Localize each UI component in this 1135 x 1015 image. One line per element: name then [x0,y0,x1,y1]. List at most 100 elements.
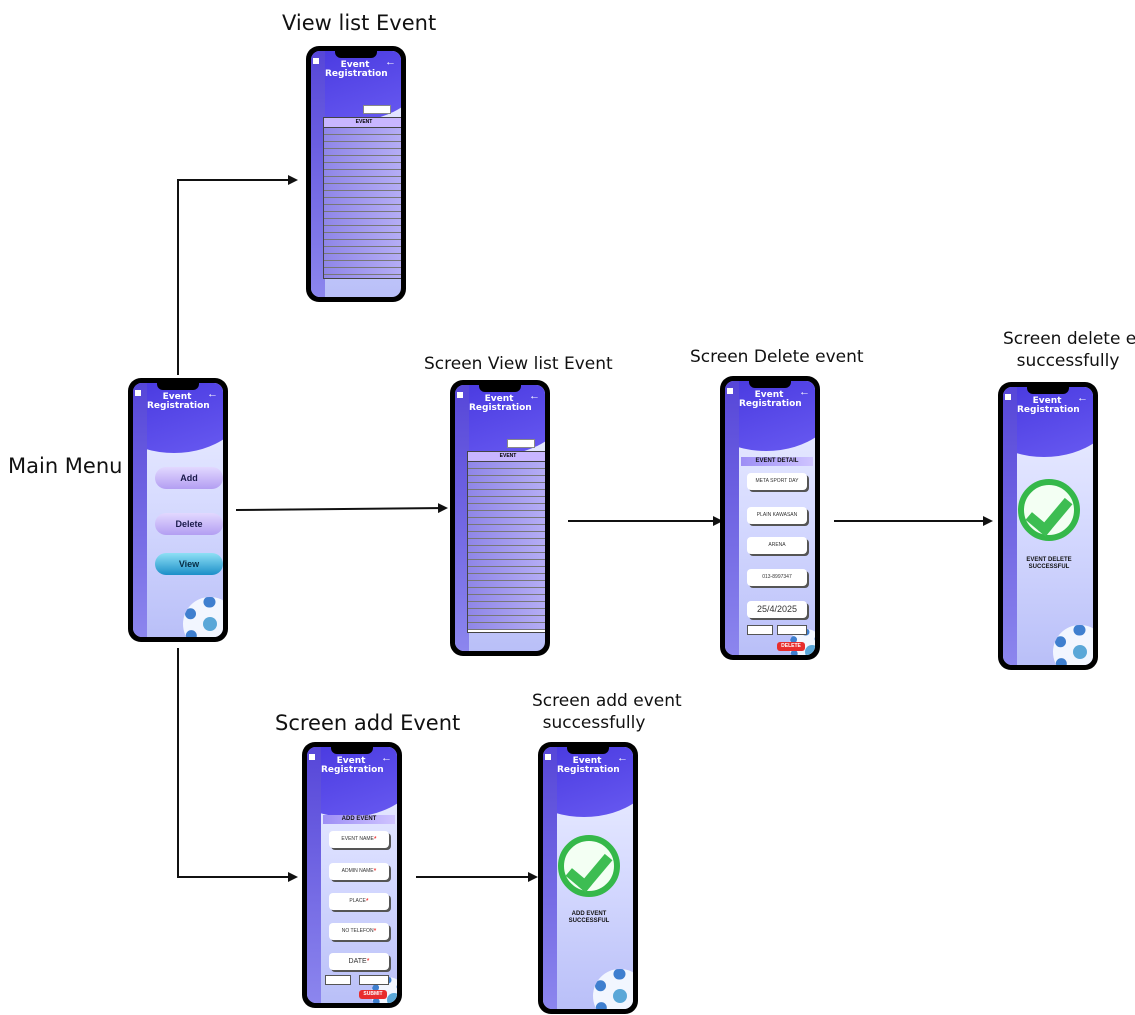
check-icon [1025,487,1073,537]
table-row[interactable] [324,142,401,149]
phone-screen: ← Event Registration EVENT DETAIL META S… [725,381,815,655]
table-row[interactable] [324,198,401,205]
app-title: Event Registration [321,756,384,776]
phone-field[interactable]: 013-8997347 [747,569,807,586]
time-end-input[interactable] [359,975,389,985]
table-row[interactable] [324,184,401,191]
phone-screen: ← Event Registration ADD EVENT EVENT NAM… [307,747,397,1003]
table-row[interactable] [468,476,545,483]
table-row[interactable] [324,135,401,142]
table-row[interactable] [468,525,545,532]
phone-screen-view-list: ← Event Registration EVENT [450,380,550,656]
admin-name-input[interactable]: ADMIN NAME* [329,863,389,880]
table-row[interactable] [468,560,545,567]
menu-square-icon [135,390,141,396]
date-field[interactable]: 25/4/2025 [747,601,807,618]
date-input[interactable]: DATE* [329,953,389,970]
delete-button[interactable]: Delete [155,513,223,535]
add-button[interactable]: Add [155,467,223,489]
venue-field[interactable]: ARENA [747,537,807,554]
table-row[interactable] [324,177,401,184]
table-row[interactable] [468,462,545,469]
back-arrow-icon[interactable]: ← [385,56,396,68]
table-row[interactable] [324,254,401,261]
phone-screen-add: ← Event Registration ADD EVENT EVENT NAM… [302,742,402,1008]
table-row[interactable] [324,128,401,135]
table-row[interactable] [468,490,545,497]
table-row[interactable] [324,240,401,247]
event-name-field[interactable]: META SPORT DAY [747,473,807,490]
app-title: Event Registration [469,394,532,414]
table-row[interactable] [468,532,545,539]
time-end-field[interactable] [777,625,807,635]
table-row[interactable] [324,247,401,254]
table-row[interactable] [468,539,545,546]
table-row[interactable] [468,581,545,588]
menu-square-icon [457,392,463,398]
table-row[interactable] [324,212,401,219]
table-row[interactable] [468,567,545,574]
back-arrow-icon[interactable]: ← [1077,392,1088,404]
back-arrow-icon[interactable]: ← [617,752,628,764]
table-row[interactable] [468,504,545,511]
table-row[interactable] [468,616,545,623]
table-row[interactable] [324,219,401,226]
phone-input[interactable]: NO TELEFON* [329,923,389,940]
table-row[interactable] [324,268,401,275]
phone-notch [479,385,521,392]
table-row[interactable] [468,483,545,490]
time-start-field[interactable] [747,625,773,635]
table-row[interactable] [324,261,401,268]
table-row[interactable] [468,497,545,504]
phone-delete-success: ← Event Registration EVENT DELETE SUCCES… [998,382,1098,670]
table-row[interactable] [468,623,545,630]
header-blob [307,747,397,817]
field-label: DATE [348,958,367,965]
delete-button[interactable]: DELETE [777,642,805,651]
table-row[interactable] [324,275,401,278]
back-arrow-icon[interactable]: ← [381,752,392,764]
search-box[interactable] [363,105,391,114]
search-box[interactable] [507,439,535,448]
menu-square-icon [727,388,733,394]
time-start-input[interactable] [325,975,351,985]
table-row[interactable] [468,546,545,553]
table-row[interactable] [324,156,401,163]
table-row[interactable] [468,595,545,602]
place-input[interactable]: PLACE* [329,893,389,910]
table-row[interactable] [468,588,545,595]
phone-notch [1027,387,1069,394]
table-row[interactable] [324,191,401,198]
phone-add-success: ← Event Registration ADD EVENT SUCCESSFU… [538,742,638,1014]
table-row[interactable] [324,205,401,212]
table-row[interactable] [324,233,401,240]
submit-button[interactable]: SUBMIT [359,990,387,999]
table-row[interactable] [468,602,545,609]
table-row[interactable] [468,511,545,518]
app-title: Event Registration [557,756,620,776]
back-arrow-icon[interactable]: ← [207,388,218,400]
table-header: EVENT [324,118,401,128]
caption-main-menu: Main Menu [8,454,123,478]
required-marker: * [373,868,377,875]
add-event-header: ADD EVENT [323,815,395,824]
table-row[interactable] [468,574,545,581]
table-row[interactable] [468,518,545,525]
side-strip [1003,387,1017,665]
table-row[interactable] [324,170,401,177]
table-row[interactable] [324,226,401,233]
table-row[interactable] [468,469,545,476]
event-name-input[interactable]: EVENT NAME* [329,831,389,848]
field-label: PLACE [349,898,366,904]
field-label: ADMIN NAME [341,868,374,874]
place-field[interactable]: PLAIN KAWASAN [747,507,807,524]
view-button[interactable]: View [155,553,223,575]
table-row[interactable] [324,163,401,170]
event-detail-header: EVENT DETAIL [741,457,813,466]
table-row[interactable] [468,609,545,616]
back-arrow-icon[interactable]: ← [529,390,540,402]
table-row[interactable] [468,553,545,560]
back-arrow-icon[interactable]: ← [799,386,810,398]
phone-screen: ← Event Registration EVENT DELETE SUCCES… [1003,387,1093,665]
table-row[interactable] [324,149,401,156]
